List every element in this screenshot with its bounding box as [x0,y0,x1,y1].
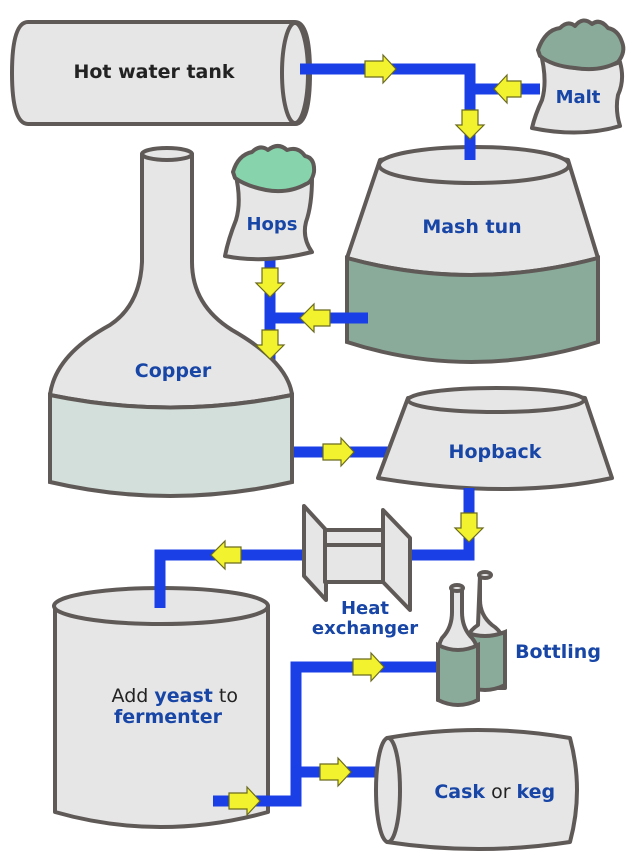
arrow-right-icon [319,756,352,788]
arrow-right-icon [352,651,385,683]
hopback-label: Hopback [449,441,542,463]
arrow-right-icon [322,436,355,468]
flow-arrows [210,53,522,817]
malt-sack: Malt [530,18,626,135]
malt-grain-icon [536,18,626,72]
fermenter-label-to: to [213,685,238,707]
mash-tun: Mash tun [340,140,600,364]
cask-body [385,728,579,851]
hops-label: Hops [246,214,297,235]
arrow-down-icon [453,512,485,543]
hops-sack: Hops [223,144,317,262]
heat-exchanger-back-plate [302,504,328,602]
arrow-down-icon [254,267,286,298]
fermenter: Add yeast to fermenter [52,555,296,829]
pipe-hopback-to-heat-exchanger [410,492,475,561]
hopback: Hopback [376,386,614,500]
arrow-right-icon [364,53,397,85]
cask-end [374,736,402,844]
hopback-rim [406,386,586,414]
fermenter-label-yeast: yeast [154,685,212,707]
fermenter-body [53,604,270,829]
arrow-right-icon [228,785,261,817]
hot-water-tank-label: Hot water tank [73,61,234,83]
malt-label: Malt [556,87,601,108]
bottling: Bottling [436,570,601,707]
cask-keg: Cask or keg [374,728,579,851]
heat-exchanger: Heat exchanger [302,504,418,639]
bottle-back-cap [477,570,493,580]
or-label: or [485,781,517,803]
bottle-front-liquid [436,641,480,707]
bottle-front [436,583,480,707]
fermenter-label-line2: fermenter [114,706,223,728]
hot-water-tank: Hot water tank [10,20,320,126]
mash-tun-liquid [345,255,600,364]
arrow-left-icon [493,73,522,105]
cask-label: Cask [434,781,485,803]
arrow-left-icon [210,539,242,571]
fermenter-label-line1: Add yeast to [78,685,261,707]
fermenter-label-add: Add [112,685,155,707]
mash-tun-label: Mash tun [422,216,521,238]
arrow-down-icon [254,329,286,360]
copper-liquid [48,392,294,498]
heat-exchanger-label-line2: exchanger [312,618,418,639]
copper-label: Copper [135,360,212,382]
cask-keg-label: Cask or keg [401,781,579,803]
keg-label: keg [517,781,556,803]
copper: Copper [48,146,294,498]
arrow-left-icon [299,302,331,334]
heat-exchanger-front-plate [381,508,412,612]
bottle-front-cap [449,583,465,593]
arrow-down-icon [454,109,486,140]
hops-leaf-icon [231,144,317,194]
copper-neck-top [140,146,194,162]
heat-exchanger-label-line1: Heat [341,598,389,619]
bottling-label: Bottling [515,641,601,663]
